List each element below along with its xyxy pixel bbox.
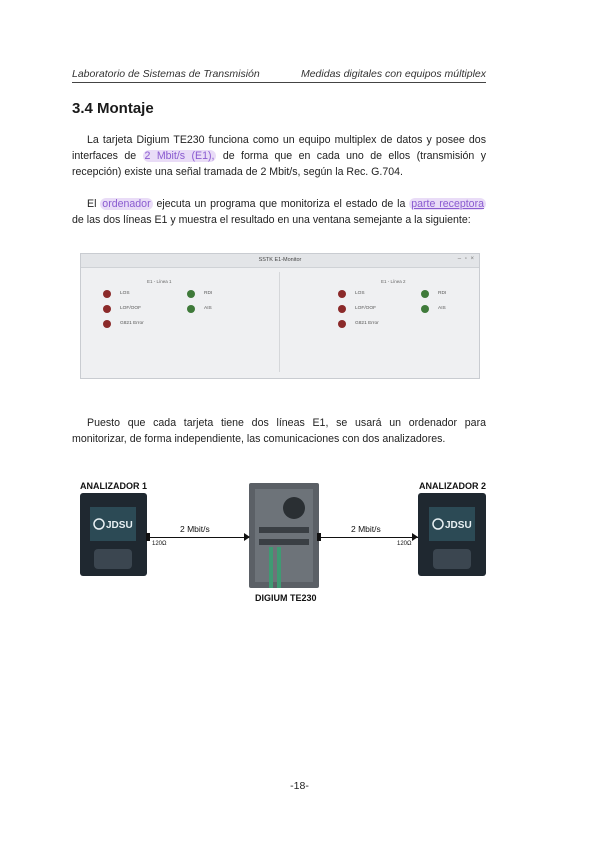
- link-1-label: 2 Mbit/s: [180, 524, 210, 534]
- line1-los-led: [103, 290, 111, 298]
- paragraph-monitor: El ordenador ejecuta un programa que mon…: [72, 196, 486, 228]
- link-2-line: [319, 537, 418, 538]
- paragraph-monitor-part1: El: [87, 198, 101, 210]
- line2-lof-label: LOF/OOF: [355, 306, 377, 311]
- highlight-parte-receptora: parte receptora: [409, 198, 486, 210]
- analyzer2-screen: JDSU: [429, 507, 475, 541]
- line1-ais-led: [187, 305, 195, 313]
- paragraph-monitor-part3: de las dos líneas E1 y muestra el result…: [72, 214, 471, 226]
- window-divider: [279, 272, 280, 372]
- running-header-left: Laboratorio de Sistemas de Transmisión: [72, 68, 260, 80]
- analyzer1-screen: JDSU: [90, 507, 136, 541]
- paragraph-intro-part1: La tarjeta Digium TE230 funciona como un…: [72, 134, 486, 162]
- line1-group-label: E1 - Línea 1: [147, 279, 172, 284]
- analyzer2-keypad: [433, 549, 471, 569]
- page-number: -18-: [290, 780, 309, 792]
- paragraph-intro-part2: de forma que en cada uno de ellos (trans…: [72, 150, 486, 178]
- connector-icon: [317, 533, 321, 541]
- line2-ais-label: AIS: [438, 306, 446, 311]
- running-header-right: Medidas digitales con equipos múltiplex: [300, 68, 486, 80]
- analyzer2-brand: JDSU: [445, 520, 472, 531]
- line1-rdi-label: RDI: [204, 291, 213, 296]
- analyzer2-label: ANALIZADOR 2: [419, 481, 486, 491]
- link-2-impedance: 120Ω: [397, 541, 412, 547]
- pci-slot: [259, 539, 309, 545]
- highlight-2mbits: 2 Mbit/s (E1),: [142, 150, 217, 162]
- link-1-impedance: 120Ω: [152, 541, 167, 547]
- jdsu-logo-icon: JDSU: [429, 507, 475, 541]
- arrow-right-icon: [244, 533, 250, 541]
- fan-icon: [283, 497, 305, 519]
- line1-lof-label: LOF/OOF: [120, 306, 142, 311]
- line2-rdi-led: [421, 290, 429, 298]
- arrow-right-icon: [412, 533, 418, 541]
- line2-los-led: [338, 290, 346, 298]
- cable-green: [269, 547, 273, 588]
- paragraph-analyzers: Puesto que cada tarjeta tiene dos líneas…: [72, 415, 486, 447]
- line2-rdi-label: RDI: [438, 291, 447, 296]
- header-rule: [72, 82, 486, 83]
- link-2-label: 2 Mbit/s: [351, 524, 381, 534]
- paragraph-intro: La tarjeta Digium TE230 funciona como un…: [72, 132, 486, 180]
- pci-slot: [259, 527, 309, 533]
- connector-icon: [146, 533, 150, 541]
- analyzer1-device: JDSU: [80, 493, 147, 576]
- window-controls[interactable]: – ▫ ×: [457, 256, 475, 262]
- paragraph-monitor-part2: ejecuta un programa que monitoriza el es…: [152, 198, 410, 210]
- analyzer1-keypad: [94, 549, 132, 569]
- link-1-line: [147, 537, 249, 538]
- cable-green: [277, 547, 281, 588]
- window-title: SSTK E1-Monitor: [81, 254, 479, 268]
- line2-lof-led: [338, 305, 346, 313]
- line1-lof-led: [103, 305, 111, 313]
- e1-monitor-window: SSTK E1-Monitor – ▫ × E1 - Línea 1 LOS R…: [80, 253, 480, 379]
- analyzer1-brand: JDSU: [106, 520, 133, 531]
- line1-g821-led: [103, 320, 111, 328]
- line1-ais-label: AIS: [204, 306, 212, 311]
- highlight-ordenador: ordenador: [100, 198, 153, 210]
- section-title: 3.4 Montaje: [72, 100, 154, 117]
- line2-ais-led: [421, 305, 429, 313]
- line1-rdi-led: [187, 290, 195, 298]
- analyzer2-device: JDSU: [418, 493, 486, 576]
- line1-g821-label: G821 Error: [120, 321, 144, 326]
- jdsu-logo-icon: JDSU: [90, 507, 136, 541]
- line2-los-label: LOS: [355, 291, 365, 296]
- line2-g821-label: G821 Error: [355, 321, 379, 326]
- line2-group-label: E1 - Línea 2: [381, 279, 406, 284]
- line1-los-label: LOS: [120, 291, 130, 296]
- line2-g821-led: [338, 320, 346, 328]
- analyzer1-label: ANALIZADOR 1: [80, 481, 147, 491]
- digium-pc: [249, 483, 319, 588]
- digium-label: DIGIUM TE230: [255, 593, 317, 603]
- paragraph-analyzers-text: Puesto que cada tarjeta tiene dos líneas…: [72, 417, 486, 445]
